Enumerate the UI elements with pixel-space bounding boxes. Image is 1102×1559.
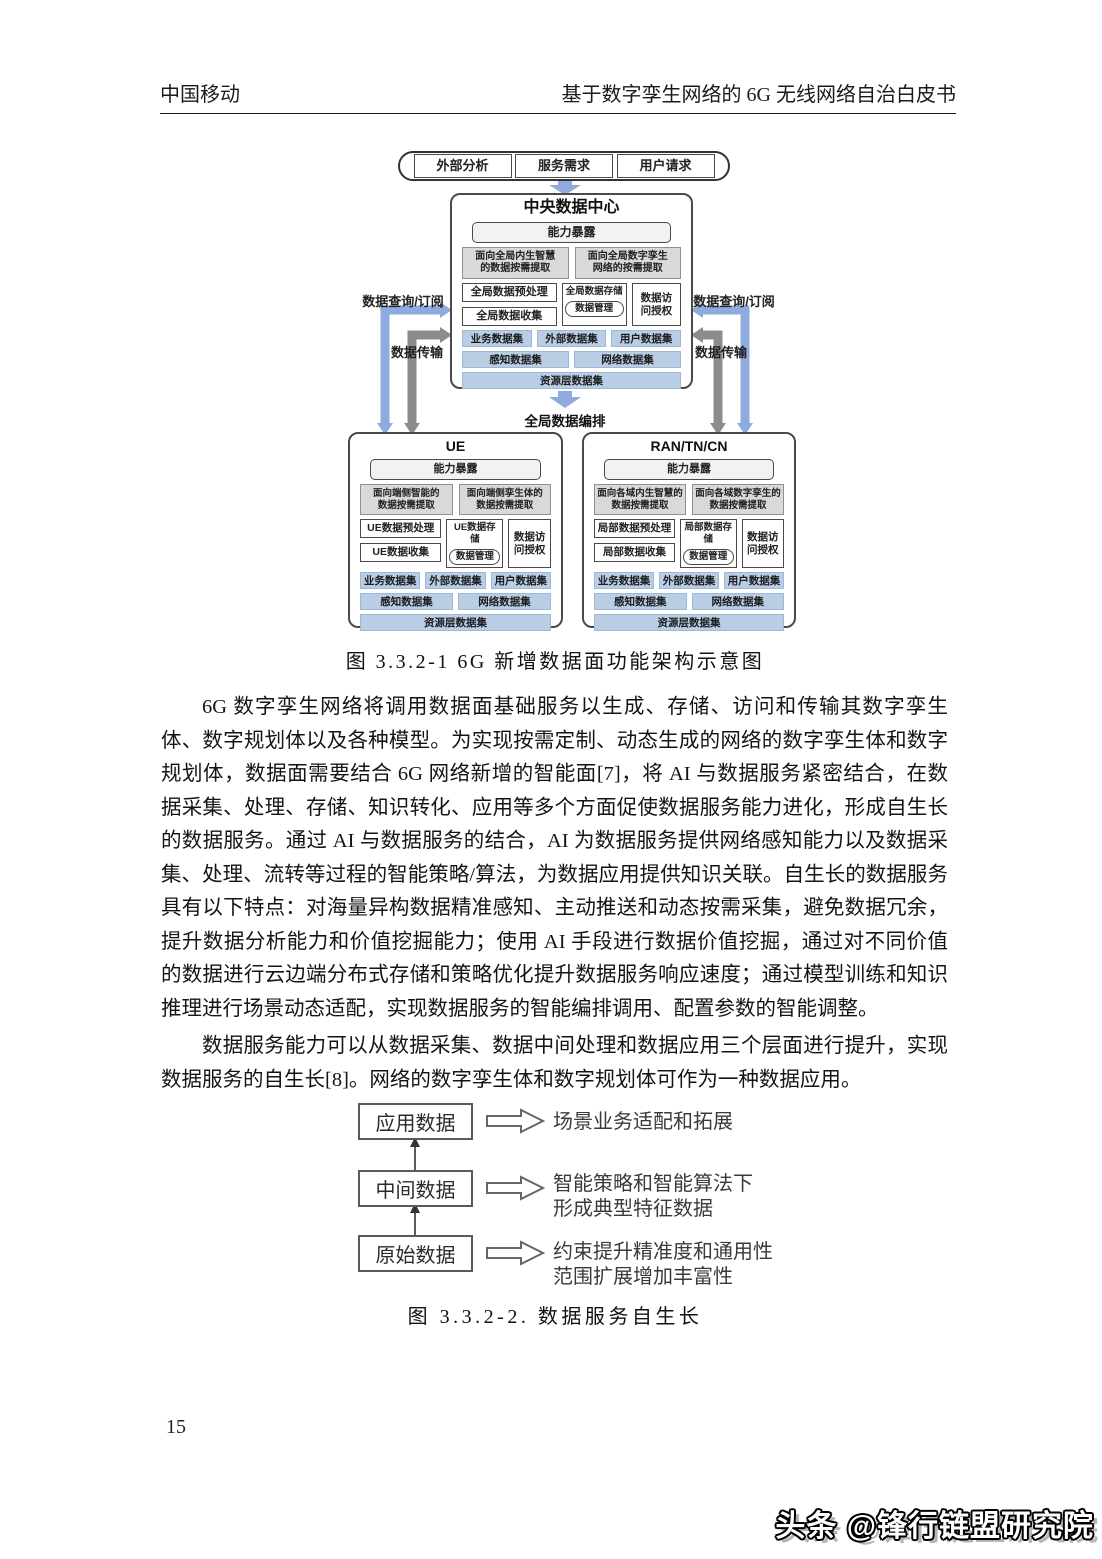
figure2-arrows (410, 1108, 546, 1266)
input-sources-pill: 外部分析 服务需求 用户请求 (398, 151, 730, 181)
dataset-network: 网络数据集 (574, 351, 681, 368)
figure-data-service-self-growth: 应用数据 中间数据 原始数据 场景业务适配和拓展 智能策略和智能算法下 形成典型… (355, 1098, 795, 1293)
dataset-sensing: 感知数据集 (594, 593, 687, 610)
dataset-business: 业务数据集 (360, 572, 421, 589)
input-external-analysis: 外部分析 (413, 154, 512, 178)
ue-capability-exposure: 能力暴露 (370, 459, 541, 480)
ue-extract-intelligence: 面向端侧智能的 数据按需提取 (360, 484, 453, 515)
dataset-external: 外部数据集 (425, 572, 486, 589)
dataset-sensing: 感知数据集 (360, 593, 453, 610)
dataset-user: 用户数据集 (611, 330, 682, 347)
ue-data-manage: 数据管理 (449, 549, 501, 565)
dataset-user: 用户数据集 (490, 572, 551, 589)
central-collect: 全局数据收集 (462, 307, 557, 326)
dataset-external: 外部数据集 (659, 572, 719, 589)
central-data-center-panel: 中央数据中心 能力暴露 面向全局内生智慧 的数据按需提取 面向全局数字孪生 网络… (450, 193, 693, 389)
block-arrow-raw (486, 1240, 546, 1266)
label-global-data-orchestration: 全局数据编排 (524, 414, 606, 429)
ue-storage-label: UE数据存储 (453, 522, 496, 545)
dataset-sensing: 感知数据集 (462, 351, 569, 368)
central-title: 中央数据中心 (523, 199, 620, 216)
block-arrow-app (486, 1108, 546, 1134)
desc-application-data: 场景业务适配和拓展 (553, 1111, 733, 1133)
central-data-manage: 数据管理 (564, 301, 624, 317)
page-header: 中国移动 基于数字孪生网络的 6G 无线网络自治白皮书 (160, 78, 956, 114)
header-doc-title: 基于数字孪生网络的 6G 无线网络自治白皮书 (561, 84, 956, 106)
ran-storage: 局部数据存储 数据管理 (679, 519, 737, 568)
watermark: 头条 @锋行链盟研究院 (775, 1510, 1094, 1543)
paragraph-2: 数据服务能力可以从数据采集、数据中间处理和数据应用三个层面进行提升，实现数据服务… (161, 1035, 948, 1091)
box-application-data: 应用数据 (358, 1103, 473, 1140)
dataset-network: 网络数据集 (691, 593, 784, 610)
ue-title: UE (445, 438, 466, 454)
central-storage: 全局数据存储 数据管理 (561, 283, 627, 326)
dataset-business: 业务数据集 (594, 572, 654, 589)
arrowhead-up (410, 1137, 420, 1147)
arrowhead-up (410, 1203, 420, 1213)
ue-preprocess: UE数据预处理 (360, 519, 442, 538)
central-capability-exposure: 能力暴露 (472, 222, 671, 243)
dataset-resource-layer: 资源层数据集 (360, 614, 551, 631)
label-transfer-right: 数据传输 (694, 345, 747, 360)
label-query-right: 数据查询/订阅 (693, 294, 775, 309)
label-transfer-left: 数据传输 (390, 345, 443, 360)
ran-tn-cn-panel: RAN/TN/CN 能力暴露 面向各域内生智慧的 数据按需提取 面向各域数字孪生… (582, 432, 796, 631)
arrow-down-orchestration (549, 391, 581, 408)
input-service-demand: 服务需求 (515, 154, 613, 178)
ran-preprocess: 局部数据预处理 (594, 519, 675, 538)
dataset-resource-layer: 资源层数据集 (594, 614, 784, 631)
arrow-query-right (703, 305, 750, 425)
ran-storage-label: 局部数据存储 (684, 522, 732, 545)
dataset-network: 网络数据集 (458, 593, 551, 610)
desc-raw-data: 约束提升精准度和通用性 范围扩展增加丰富性 (553, 1241, 773, 1288)
ran-access-auth: 数据访 问授权 (741, 519, 784, 568)
central-storage-label: 全局数据存储 (565, 286, 623, 297)
central-access-auth: 数据访 问授权 (631, 283, 682, 326)
figure2-caption: 图 3.3.2-2. 数据服务自生长 (407, 1306, 703, 1328)
dataset-business: 业务数据集 (462, 330, 532, 347)
input-user-request: 用户请求 (616, 154, 715, 178)
arrow-query-left (380, 305, 440, 425)
desc-intermediate-data: 智能策略和智能算法下 形成典型特征数据 (553, 1173, 753, 1220)
ue-access-auth: 数据访 问授权 (508, 519, 551, 568)
central-extract-digital-twin: 面向全局数字孪生 网络的按需提取 (574, 247, 681, 279)
box-intermediate-data: 中间数据 (358, 1170, 473, 1207)
block-arrow-mid (486, 1175, 546, 1201)
box-raw-data: 原始数据 (358, 1235, 473, 1272)
dataset-user: 用户数据集 (724, 572, 784, 589)
ran-extract-twin: 面向各域数字孪生的 数据按需提取 (692, 484, 784, 515)
paragraph-1: 6G 数字孪生网络将调用数据面基础服务以生成、存储、访问和传输其数字孪生体、数字… (161, 696, 948, 1020)
ran-title: RAN/TN/CN (650, 438, 728, 454)
ran-data-manage: 数据管理 (682, 549, 734, 565)
ran-collect: 局部数据收集 (594, 543, 675, 562)
body-text: 6G 数字孪生网络将调用数据面基础服务以生成、存储、访问和传输其数字孪生体、数字… (161, 691, 948, 1097)
ue-extract-twin: 面向端侧孪生体的 数据按需提取 (458, 484, 551, 515)
central-extract-intelligence: 面向全局内生智慧 的数据按需提取 (462, 247, 569, 279)
label-query-left: 数据查询/订阅 (362, 294, 444, 309)
figure-6g-data-plane-architecture: 外部分析 服务需求 用户请求 数据查询/订阅 数据传输 数据查询/订阅 数据传输… (340, 145, 802, 637)
ue-storage: UE数据存储 数据管理 (446, 519, 504, 568)
ue-panel: UE 能力暴露 面向端侧智能的 数据按需提取 面向端侧孪生体的 数据按需提取 U… (348, 432, 563, 631)
dataset-resource-layer: 资源层数据集 (462, 372, 681, 389)
figure1-caption: 图 3.3.2-1 6G 新增数据面功能架构示意图 (345, 651, 765, 673)
dataset-external: 外部数据集 (536, 330, 607, 347)
central-preprocess: 全局数据预处理 (462, 283, 557, 302)
header-org: 中国移动 (160, 84, 240, 106)
ue-collect: UE数据收集 (360, 543, 442, 562)
ran-capability-exposure: 能力暴露 (604, 459, 774, 480)
ran-extract-intelligence: 面向各域内生智慧的 数据按需提取 (594, 484, 686, 515)
page-number: 15 (166, 1416, 186, 1438)
